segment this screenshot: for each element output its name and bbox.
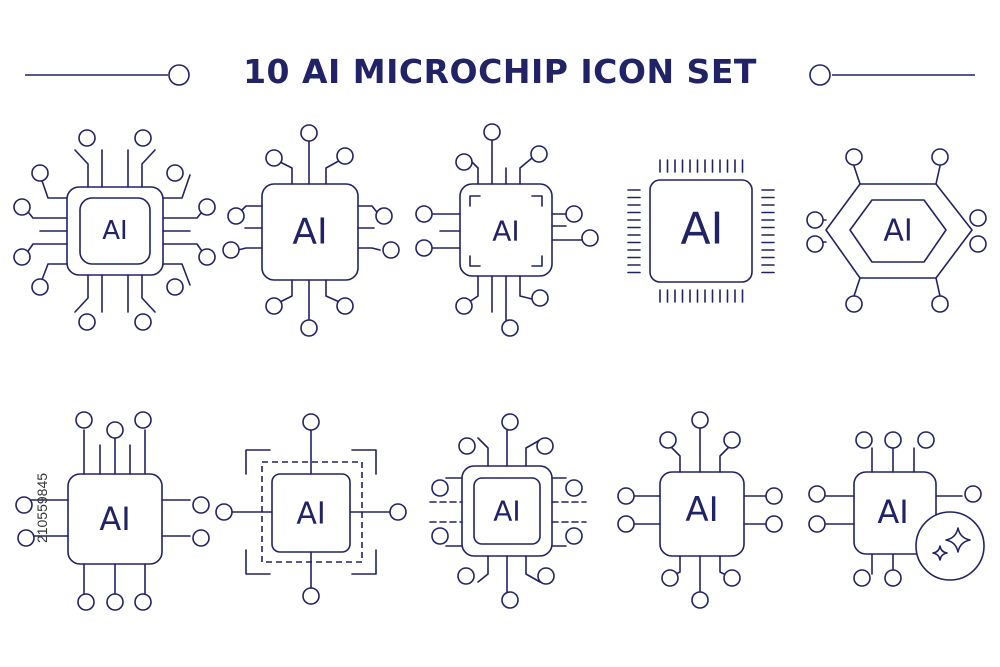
ai-label: AI [883,214,912,249]
ai-chip-simple-icon: AI [617,411,783,609]
side-stock-id: 210559845 [34,472,50,544]
ai-chip-circuit-icon: AI [222,124,400,337]
ai-chip-dashed-frame-icon: AI [215,413,407,605]
ai-label: AI [685,490,718,530]
ai-chip-radial-icon: AI [13,129,216,331]
ai-chip-top-bottom-icon: AI [15,411,210,611]
ai-chip-sparkle-icon: AI [808,431,985,587]
ai-label: AI [292,212,327,253]
ai-chip-frame-corners-icon: AI [415,123,599,337]
ai-chip-hexagon-icon: AI [806,148,987,313]
ai-label: AI [493,495,520,528]
ai-label: AI [296,497,325,532]
page-title: 10 AI MICROCHIP ICON SET [243,52,757,91]
ai-label: AI [102,216,127,246]
title-decoration [25,64,975,86]
ai-chip-pins-icon: AI [627,159,775,303]
title-dot-left [168,64,190,86]
ai-label: AI [492,215,519,248]
ai-label: AI [99,500,130,538]
ai-label: AI [680,204,723,255]
title-dot-right [809,64,831,86]
ai-label: AI [877,493,908,531]
ai-chip-dashed-lines-icon: AI [429,413,587,609]
header [0,40,1000,110]
